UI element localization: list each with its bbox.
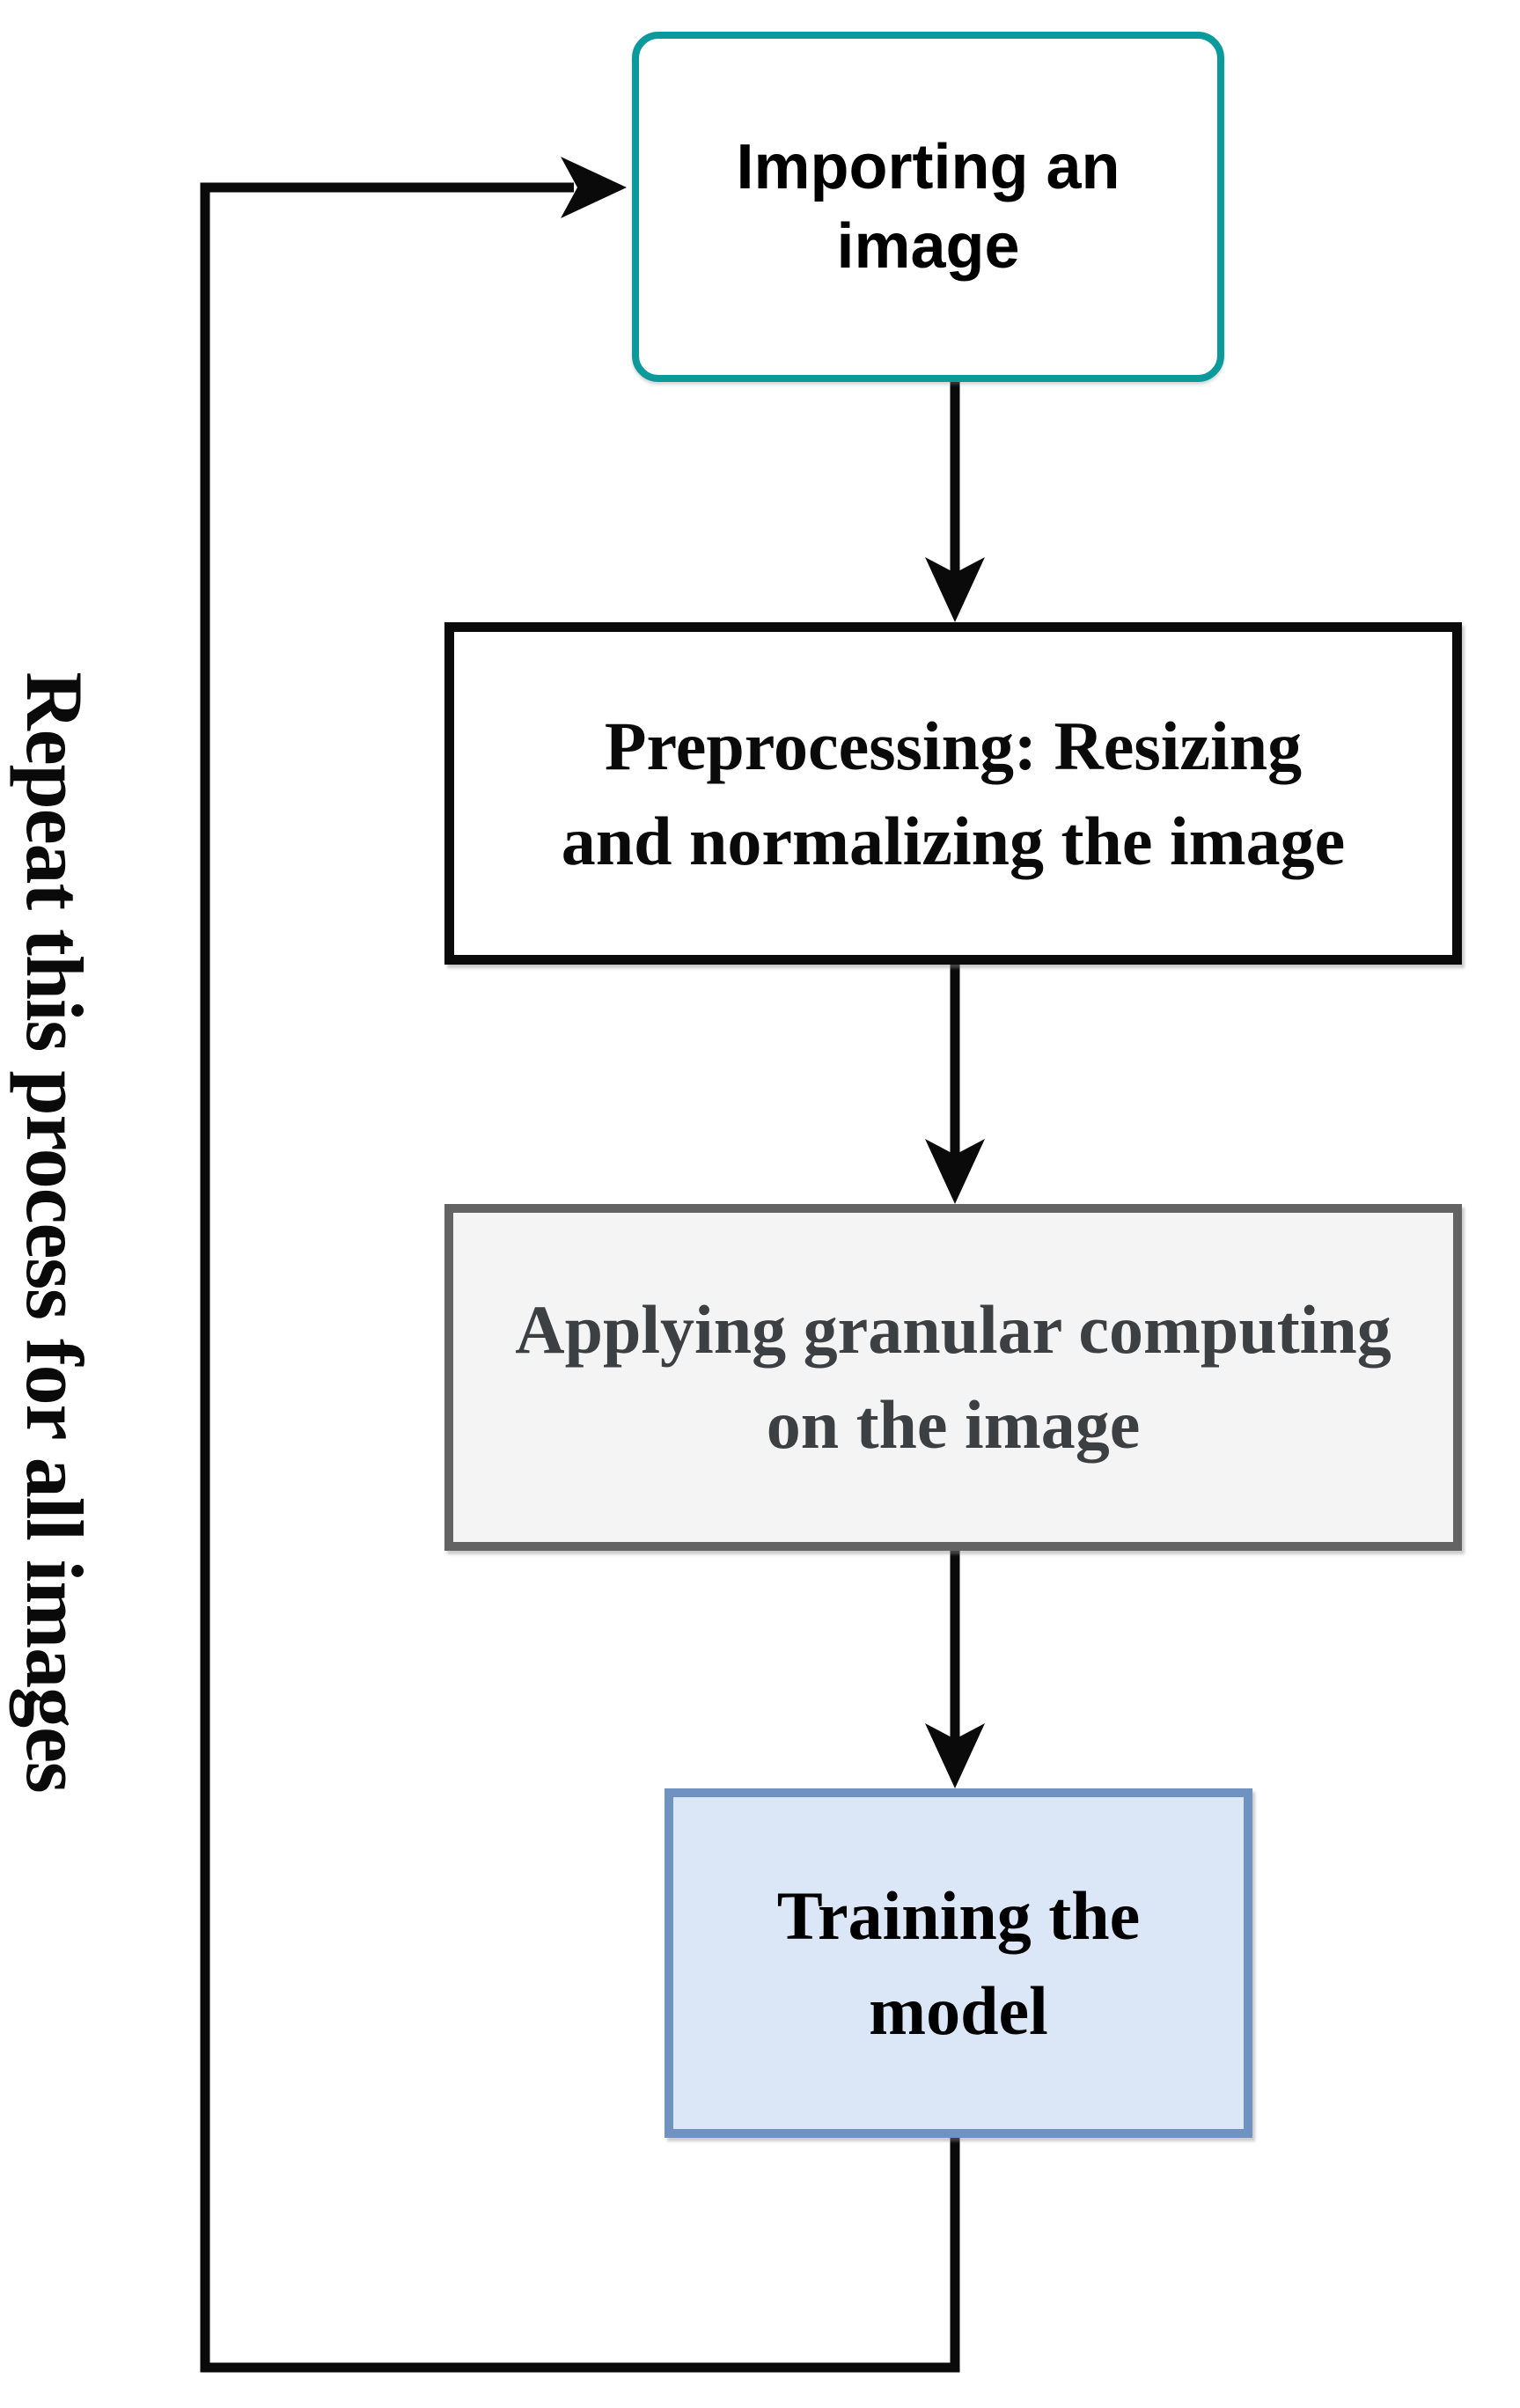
node-label-line: model: [869, 1971, 1048, 2049]
node-granular-computing: Applying granular computing on the image: [444, 1204, 1462, 1551]
arrow-right-icon: [561, 157, 627, 218]
node-label-line: on the image: [766, 1386, 1141, 1463]
node-label-line: Preprocessing: Resizing: [604, 707, 1303, 784]
arrow-down-icon: [925, 1723, 985, 1788]
node-label-line: image: [836, 211, 1020, 282]
node-preprocessing: Preprocessing: Resizing and normalizing …: [444, 622, 1462, 965]
node-label-line: and normalizing the image: [561, 802, 1346, 879]
connector-preprocess-to-granular: [925, 964, 985, 1204]
node-label-line: Applying granular computing: [515, 1291, 1391, 1369]
arrow-down-icon: [925, 557, 985, 622]
connector-import-to-preprocess: [925, 382, 985, 622]
node-label: Preprocessing: Resizing and normalizing …: [454, 699, 1452, 888]
node-label: Applying granular computing on the image: [453, 1282, 1453, 1472]
node-label: Training the model: [673, 1868, 1244, 2058]
loop-connector-line: [200, 182, 960, 2373]
node-label: Importing an image: [639, 128, 1217, 286]
arrow-down-icon: [925, 1139, 985, 1204]
node-label-line: Importing an: [736, 132, 1120, 202]
connector-granular-to-training: [925, 1551, 985, 1788]
node-importing-image: Importing an image: [632, 32, 1224, 382]
node-training-model: Training the model: [665, 1788, 1252, 2138]
loop-connector: [200, 157, 960, 2373]
node-label-line: Training the: [776, 1876, 1141, 1954]
